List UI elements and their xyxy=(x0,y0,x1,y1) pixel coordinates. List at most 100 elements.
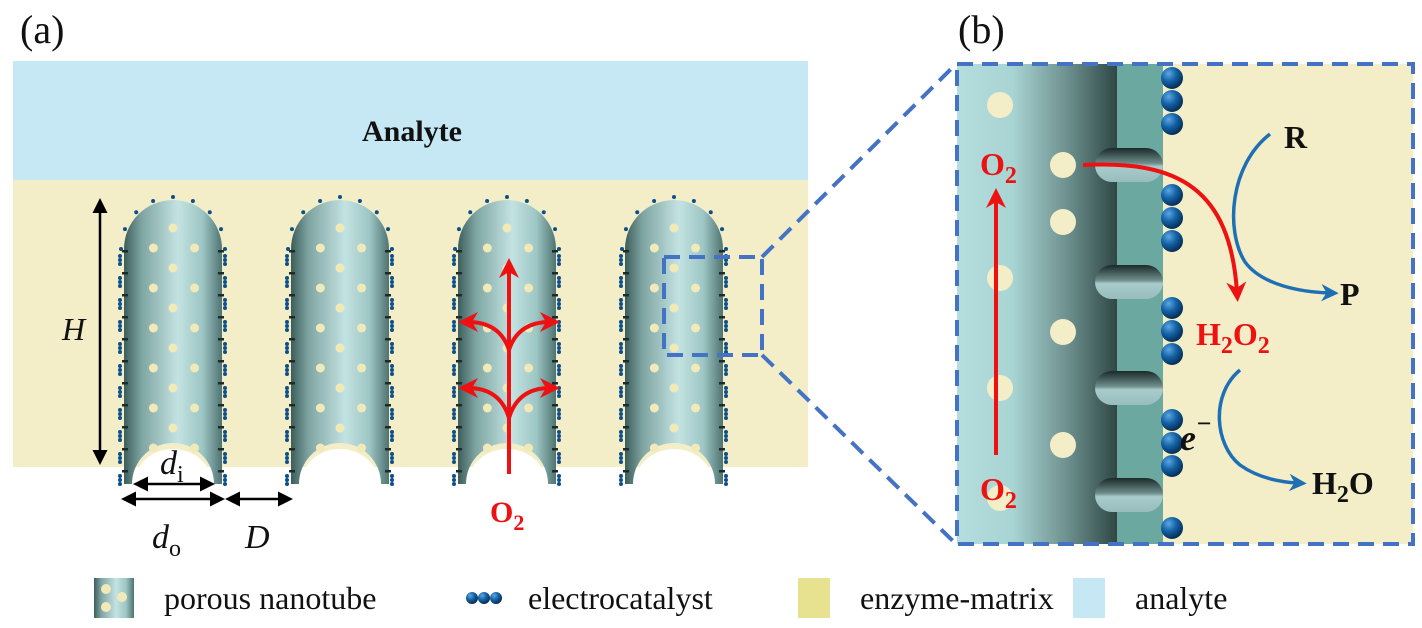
pore-dot xyxy=(482,443,492,453)
catalyst-bead xyxy=(285,412,289,416)
pore-dot xyxy=(524,243,534,253)
catalyst-bead xyxy=(118,364,122,368)
catalyst-bead xyxy=(223,390,227,394)
catalyst-bead xyxy=(724,438,728,442)
catalyst-bead xyxy=(390,328,394,332)
wall-pore xyxy=(1095,265,1163,299)
catalyst-bead xyxy=(285,364,289,368)
catalyst-bead xyxy=(724,372,728,376)
pore-dot xyxy=(669,343,679,353)
catalyst-bead xyxy=(118,324,122,328)
catalyst-bead xyxy=(724,434,728,438)
catalyst-bead xyxy=(285,394,289,398)
catalyst-bead xyxy=(619,478,623,482)
catalyst-bead xyxy=(724,364,728,368)
catalyst-bead xyxy=(619,350,623,354)
catalyst-bead xyxy=(453,247,457,251)
catalyst-particle xyxy=(1161,184,1183,206)
pore-dot xyxy=(524,443,534,453)
catalyst-bead xyxy=(118,342,122,346)
catalyst-bead xyxy=(557,412,561,416)
catalyst-bead xyxy=(390,346,394,350)
catalyst-bead xyxy=(557,350,561,354)
catalyst-bead xyxy=(118,302,122,306)
catalyst-bead xyxy=(151,198,156,203)
catalyst-bead xyxy=(390,394,394,398)
catalyst-bead xyxy=(118,262,122,266)
catalyst-bead xyxy=(619,456,623,460)
catalyst-bead xyxy=(223,416,227,420)
pore-dot xyxy=(691,443,701,453)
magnified-view xyxy=(957,64,1413,544)
catalyst-bead xyxy=(223,456,227,460)
pore-dot xyxy=(168,343,178,353)
catalyst-bead xyxy=(505,195,509,199)
catalyst-bead xyxy=(619,386,623,390)
analyte-swatch-icon xyxy=(1073,578,1105,618)
catalyst-bead xyxy=(289,227,294,232)
catalyst-bead xyxy=(119,247,123,251)
pore-dot xyxy=(315,243,325,253)
catalyst-bead xyxy=(452,394,456,398)
catalyst-bead xyxy=(223,306,227,310)
catalyst-particle xyxy=(1161,230,1183,252)
catalyst-bead xyxy=(452,258,456,262)
pore-dot xyxy=(669,423,679,433)
catalyst-bead xyxy=(285,408,289,412)
catalyst-bead xyxy=(223,438,227,442)
catalyst-bead xyxy=(285,328,289,332)
pore-dot xyxy=(315,443,325,453)
catalyst-bead xyxy=(724,276,728,280)
catalyst-bead xyxy=(619,474,623,478)
catalyst-bead xyxy=(619,368,623,372)
wall-pore xyxy=(1095,478,1163,512)
catalyst-bead xyxy=(619,346,623,350)
catalyst-bead xyxy=(285,438,289,442)
catalyst-bead xyxy=(652,198,657,203)
catalyst-bead xyxy=(223,452,227,456)
pore-dot xyxy=(315,403,325,413)
catalyst-bead xyxy=(285,302,289,306)
catalyst-bead xyxy=(557,456,561,460)
catalyst-bead xyxy=(285,258,289,262)
catalyst-bead xyxy=(223,364,227,368)
catalyst-bead xyxy=(390,474,394,478)
catalyst-particle xyxy=(1161,207,1183,229)
catalyst-bead xyxy=(557,394,561,398)
catalyst-bead xyxy=(285,342,289,346)
catalyst-bead xyxy=(285,368,289,372)
catalyst-bead xyxy=(619,324,623,328)
pore-dot xyxy=(190,283,200,293)
catalyst-bead xyxy=(623,227,628,232)
lumen-pores xyxy=(987,92,1076,511)
catalyst-bead xyxy=(223,394,227,398)
catalyst-bead xyxy=(452,460,456,464)
catalyst-bead xyxy=(223,478,227,482)
catalyst-bead xyxy=(223,412,227,416)
catalyst-bead xyxy=(557,364,561,368)
lumen-pore xyxy=(1050,432,1076,458)
catalyst-bead xyxy=(118,416,122,420)
lumen-pore xyxy=(1050,152,1076,178)
pore-dot xyxy=(357,323,367,333)
catalyst-bead xyxy=(724,328,728,332)
catalyst-bead xyxy=(619,416,623,420)
pore-dot xyxy=(168,263,178,273)
catalyst-bead xyxy=(118,474,122,478)
catalyst-bead xyxy=(619,408,623,412)
pore-dot xyxy=(357,403,367,413)
catalyst-bead xyxy=(223,474,227,478)
catalyst-particle xyxy=(1161,343,1183,365)
catalyst-bead xyxy=(118,306,122,310)
catalyst-bead xyxy=(724,482,728,486)
catalyst-bead xyxy=(223,258,227,262)
pore-dot xyxy=(482,243,492,253)
lumen-pore xyxy=(987,485,1013,511)
catalyst-bead xyxy=(452,328,456,332)
analyte-label: Analyte xyxy=(362,115,462,148)
catalyst-bead xyxy=(223,386,227,390)
catalyst-bead xyxy=(390,350,394,354)
catalyst-bead xyxy=(285,482,289,486)
catalyst-bead xyxy=(619,276,623,280)
catalyst-bead xyxy=(118,320,122,324)
